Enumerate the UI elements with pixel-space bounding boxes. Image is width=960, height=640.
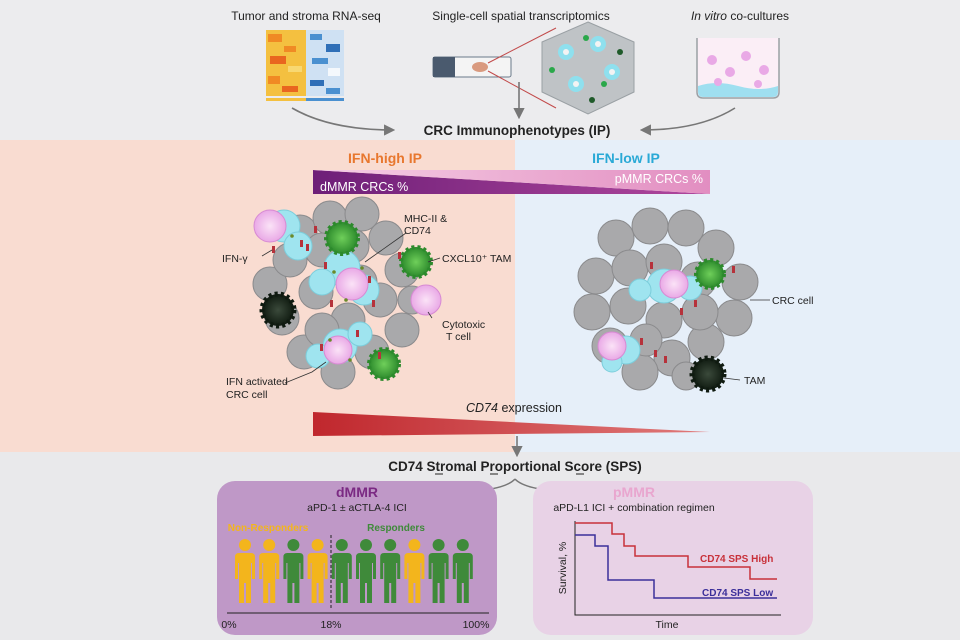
t-cell-ifn-low-left xyxy=(597,331,627,361)
pmmr-wedge xyxy=(313,170,710,194)
spatial-slide-icon xyxy=(432,56,512,78)
sps-high-curve xyxy=(575,522,777,580)
non-responders-label: Non-Responders xyxy=(228,523,309,534)
pmmr-panel xyxy=(533,481,813,635)
responder-figure xyxy=(428,539,449,603)
sps-low-curve xyxy=(575,534,777,599)
cytotoxic-label-2: T cell xyxy=(446,331,471,343)
ifn-activated-label-1: IFN activated xyxy=(226,376,288,388)
cxcl10-label: CXCL10⁺ TAM xyxy=(442,253,511,265)
cd74-expression-label: CD74 expression xyxy=(466,401,562,415)
sps-low-label: CD74 SPS Low xyxy=(702,588,773,599)
dmmr-pct-label: dMMR CRCs % xyxy=(320,180,408,194)
spatial-tissue-hexagon xyxy=(541,21,635,115)
pmmr-subtitle: aPD-L1 ICI + combination regimen xyxy=(553,502,715,514)
rnaseq-label: Tumor and stroma RNA-seq xyxy=(231,9,381,23)
responders-label: Responders xyxy=(367,523,425,534)
responder-figure xyxy=(331,539,352,603)
tam-label: TAM xyxy=(744,375,765,387)
non-responder-figure xyxy=(404,539,425,603)
ifn-high-tumor-cluster xyxy=(252,196,442,390)
pmmr-title: pMMR xyxy=(613,484,655,500)
responder-figure xyxy=(283,539,304,603)
non-responder-figure xyxy=(307,539,328,603)
axis-label-100: 100% xyxy=(463,619,490,631)
responder-figure xyxy=(380,539,401,603)
t-cell-center xyxy=(335,267,369,301)
patient-figures xyxy=(235,539,473,603)
invitro-rest: co-cultures xyxy=(727,9,789,23)
invitro-label: In vitro co-cultures xyxy=(691,9,789,23)
top-arrows xyxy=(291,82,736,136)
tam-ifn-low-dark xyxy=(689,355,727,393)
survival-axes xyxy=(574,521,781,616)
spatial-label: Single-cell spatial transcriptomics xyxy=(432,9,609,23)
ifn-low-heading: IFN-low IP xyxy=(592,150,660,166)
ifn-high-leaders xyxy=(261,232,441,384)
cd74-wedge xyxy=(313,412,710,436)
coculture-dish-icon xyxy=(696,38,780,99)
axis-label-0: 0% xyxy=(221,619,236,631)
pmmr-pct-label: pMMR CRCs % xyxy=(615,172,703,186)
ifng-label: IFN-γ xyxy=(222,253,248,265)
ip-title: CRC Immunophenotypes (IP) xyxy=(424,123,611,138)
responder-figure xyxy=(452,539,473,603)
t-cell-bottom xyxy=(323,335,353,365)
cxcl10-tam-cells xyxy=(324,220,433,381)
tam-ifn-low-green xyxy=(694,258,726,290)
non-responder-figure xyxy=(259,539,280,603)
non-responder-figure xyxy=(235,539,255,603)
invitro-italic: In vitro xyxy=(691,9,727,23)
ifn-dots xyxy=(290,234,364,362)
sps-high-label: CD74 SPS High xyxy=(700,554,773,565)
cytotoxic-label-1: Cytotoxic xyxy=(442,319,485,331)
sps-title: CD74 Stromal Proportional Score (SPS) xyxy=(388,459,642,474)
crc-cell-label: CRC cell xyxy=(772,295,813,307)
dmmr-subtitle: aPD-1 ± aCTLA-4 ICI xyxy=(307,502,407,514)
ifn-high-heading: IFN-high IP xyxy=(348,150,422,166)
mhc-label-2: CD74 xyxy=(404,225,431,237)
t-cell-ifn-low-center xyxy=(659,269,689,299)
t-cell-top-left xyxy=(253,209,287,243)
cd74-italic: CD74 xyxy=(466,401,498,415)
spatial-zoom-lines xyxy=(487,27,557,109)
rnaseq-heatmap xyxy=(266,30,344,101)
ifn-activated-label-2: CRC cell xyxy=(226,389,267,401)
ifn-low-tumor-cluster xyxy=(573,207,759,393)
survival-ylabel: Survival, % xyxy=(557,542,569,595)
survival-xlabel: Time xyxy=(656,619,679,631)
mhc-label-1: MHC-II & xyxy=(404,213,447,225)
dmmr-title: dMMR xyxy=(336,484,378,500)
axis-label-18: 18% xyxy=(320,619,341,631)
responder-figure xyxy=(356,539,376,603)
ifn-low-leaders xyxy=(723,299,770,381)
cd74-rest: expression xyxy=(498,401,562,415)
cytotoxic-t-cell xyxy=(410,284,442,316)
dark-tam-cell xyxy=(259,291,297,329)
mhc-receptors xyxy=(272,226,401,359)
